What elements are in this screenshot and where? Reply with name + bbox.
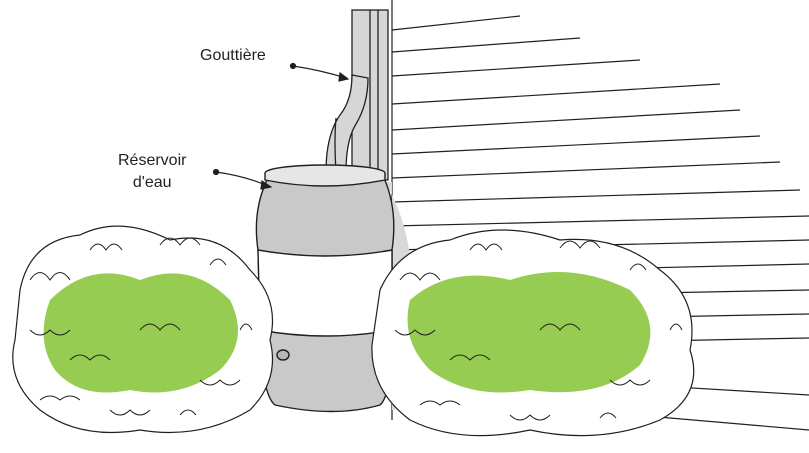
downspout bbox=[326, 10, 388, 180]
gutter-leader-arrow bbox=[293, 66, 346, 78]
shrub-left bbox=[13, 226, 273, 432]
water-tank bbox=[256, 165, 393, 412]
gutter-label: Gouttière bbox=[200, 45, 266, 67]
tank-label-line1: Réservoir bbox=[118, 150, 186, 172]
shrub-right bbox=[372, 230, 694, 436]
tank-label: Réservoir d'eau bbox=[118, 150, 186, 194]
tank-leader-arrow bbox=[216, 172, 268, 186]
tank-label-line2: d'eau bbox=[118, 172, 186, 194]
